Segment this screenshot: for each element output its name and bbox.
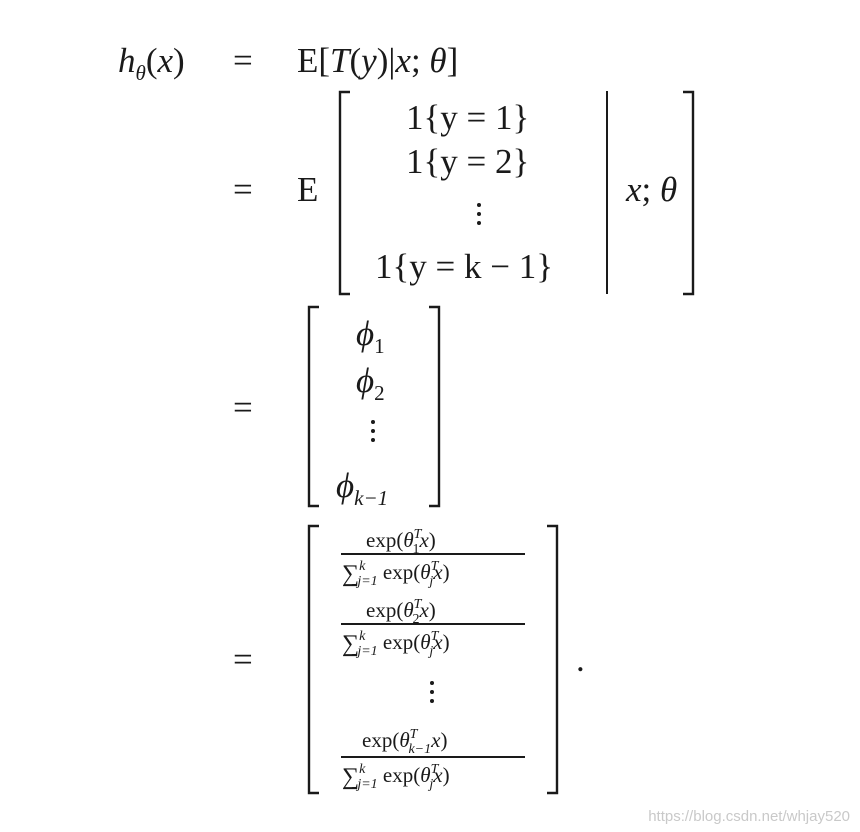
fraction-bar-1 (341, 553, 525, 555)
vertical-dots-line-3 (371, 420, 377, 447)
equals-sign-4: = (233, 640, 253, 679)
equals-sign-2: = (233, 170, 253, 209)
indicator-row-1: 1{y = 1} (406, 98, 530, 137)
left-bracket-line-3 (307, 305, 319, 508)
phi-1: ϕ1 (356, 314, 385, 358)
fraction-bar-k-minus-1 (341, 756, 525, 758)
conditional-bar (606, 91, 608, 294)
equals-sign-3: = (233, 388, 253, 427)
watermark-url: https://blog.csdn.net/whjay520 (648, 808, 850, 825)
right-bracket-line-2 (683, 90, 695, 296)
softmax-numerator-k-minus-1: exp(θTk−1x) (362, 727, 448, 757)
softmax-denominator-2: ∑kj=1 exp(θTjx) (342, 629, 450, 659)
indicator-row-2: 1{y = 2} (406, 142, 530, 181)
left-bracket-line-2 (338, 90, 350, 296)
left-bracket-line-4 (307, 524, 319, 795)
softmax-numerator-2: exp(θT2x) (366, 597, 436, 627)
equals-sign-1: = (233, 41, 253, 80)
softmax-numerator-1: exp(θT1x) (366, 527, 436, 557)
indicator-row-k-minus-1: 1{y = k − 1} (375, 247, 554, 286)
softmax-denominator-k-minus-1: ∑kj=1 exp(θTjx) (342, 762, 450, 792)
fraction-bar-2 (341, 623, 525, 625)
expectation-line-1: E[T(y)|x; θ] (297, 41, 459, 80)
softmax-denominator-1: ∑kj=1 exp(θTjx) (342, 559, 450, 589)
right-bracket-line-4 (547, 524, 559, 795)
condition-x-theta: x; θ (626, 170, 678, 209)
phi-k-minus-1: ϕk−1 (336, 466, 389, 510)
right-bracket-line-3 (429, 305, 441, 508)
vertical-dots-line-2 (477, 203, 483, 230)
vertical-dots-line-4 (430, 681, 436, 708)
expectation-E-line-2: E (297, 170, 319, 209)
final-period: . (576, 640, 585, 679)
lhs-h-theta-x: hθ(x) (118, 41, 185, 85)
phi-2: ϕ2 (356, 361, 385, 405)
